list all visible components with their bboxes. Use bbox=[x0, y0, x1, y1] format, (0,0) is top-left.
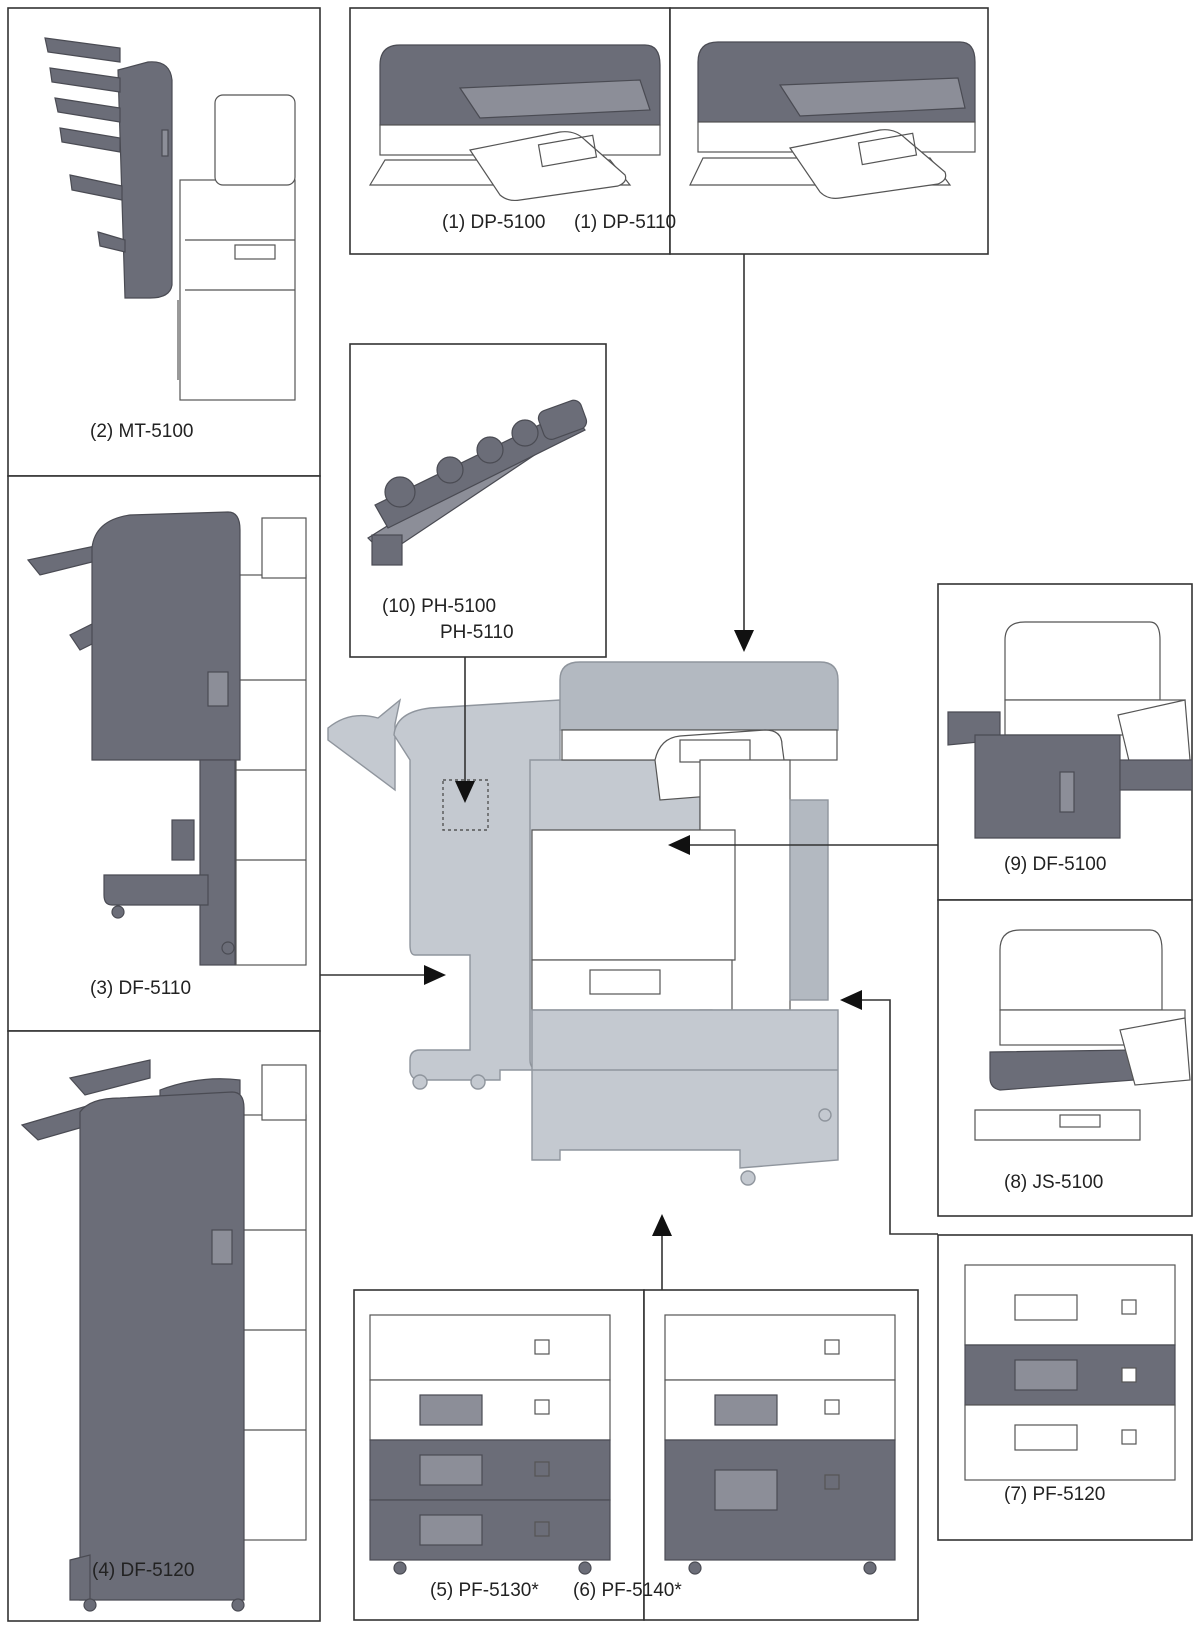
dp5110-illustration bbox=[689, 41, 976, 199]
panel-mt5100: (2) MT-5100 bbox=[7, 7, 321, 477]
label-mt5100: (2) MT-5100 bbox=[90, 421, 193, 442]
paper-feeder-pf5140-illustration bbox=[664, 1314, 896, 1575]
finisher-df5110-illustration bbox=[26, 511, 307, 966]
label-df5110: (3) DF-5110 bbox=[90, 978, 191, 999]
finisher-df5120-illustration bbox=[20, 1059, 307, 1612]
main-unit-illustration bbox=[327, 661, 839, 1186]
panel-df5100: (9) DF-5100 bbox=[937, 583, 1193, 901]
panel-df5120: (4) DF-5120 bbox=[7, 1030, 321, 1622]
paper-feeder-pf5120-illustration bbox=[964, 1264, 1176, 1481]
job-separator-illustration bbox=[974, 929, 1191, 1141]
label-df5120: (4) DF-5120 bbox=[92, 1560, 194, 1581]
panel-js5100: (8) JS-5100 bbox=[937, 899, 1193, 1217]
connector-arrows bbox=[320, 254, 938, 1290]
label-df5100: (9) DF-5100 bbox=[1004, 854, 1106, 875]
label-pf5130: (5) PF-5130* bbox=[430, 1580, 539, 1601]
panel-ph: (10) PH-5100 PH-5110 bbox=[349, 343, 607, 658]
label-dp5100: (1) DP-5100 bbox=[442, 212, 546, 233]
paper-feeder-pf5130-illustration bbox=[369, 1314, 611, 1575]
label-pf5140: (6) PF-5140* bbox=[573, 1580, 682, 1601]
mailbox-tray-illustration bbox=[44, 37, 296, 401]
inner-finisher-illustration bbox=[947, 621, 1193, 839]
arrow-pf5120 bbox=[860, 999, 938, 1235]
label-dp5110: (1) DP-5110 bbox=[574, 212, 676, 233]
panel-df5110: (3) DF-5110 bbox=[7, 475, 321, 1032]
label-ph5100: (10) PH-5100 bbox=[382, 596, 496, 617]
label-js5100: (8) JS-5100 bbox=[1004, 1172, 1103, 1193]
label-pf5120: (7) PF-5120 bbox=[1004, 1484, 1105, 1505]
dp5100-illustration bbox=[368, 44, 661, 202]
panel-dp: (1) DP-5100 (1) DP-5110 bbox=[349, 7, 989, 255]
punch-unit-illustration bbox=[367, 399, 588, 566]
punch-location-marker bbox=[442, 779, 489, 831]
panel-pf5120: (7) PF-5120 bbox=[937, 1234, 1193, 1541]
panel-pf: (5) PF-5130* (6) PF-5140* bbox=[353, 1289, 919, 1621]
label-ph5110: PH-5110 bbox=[440, 622, 514, 643]
